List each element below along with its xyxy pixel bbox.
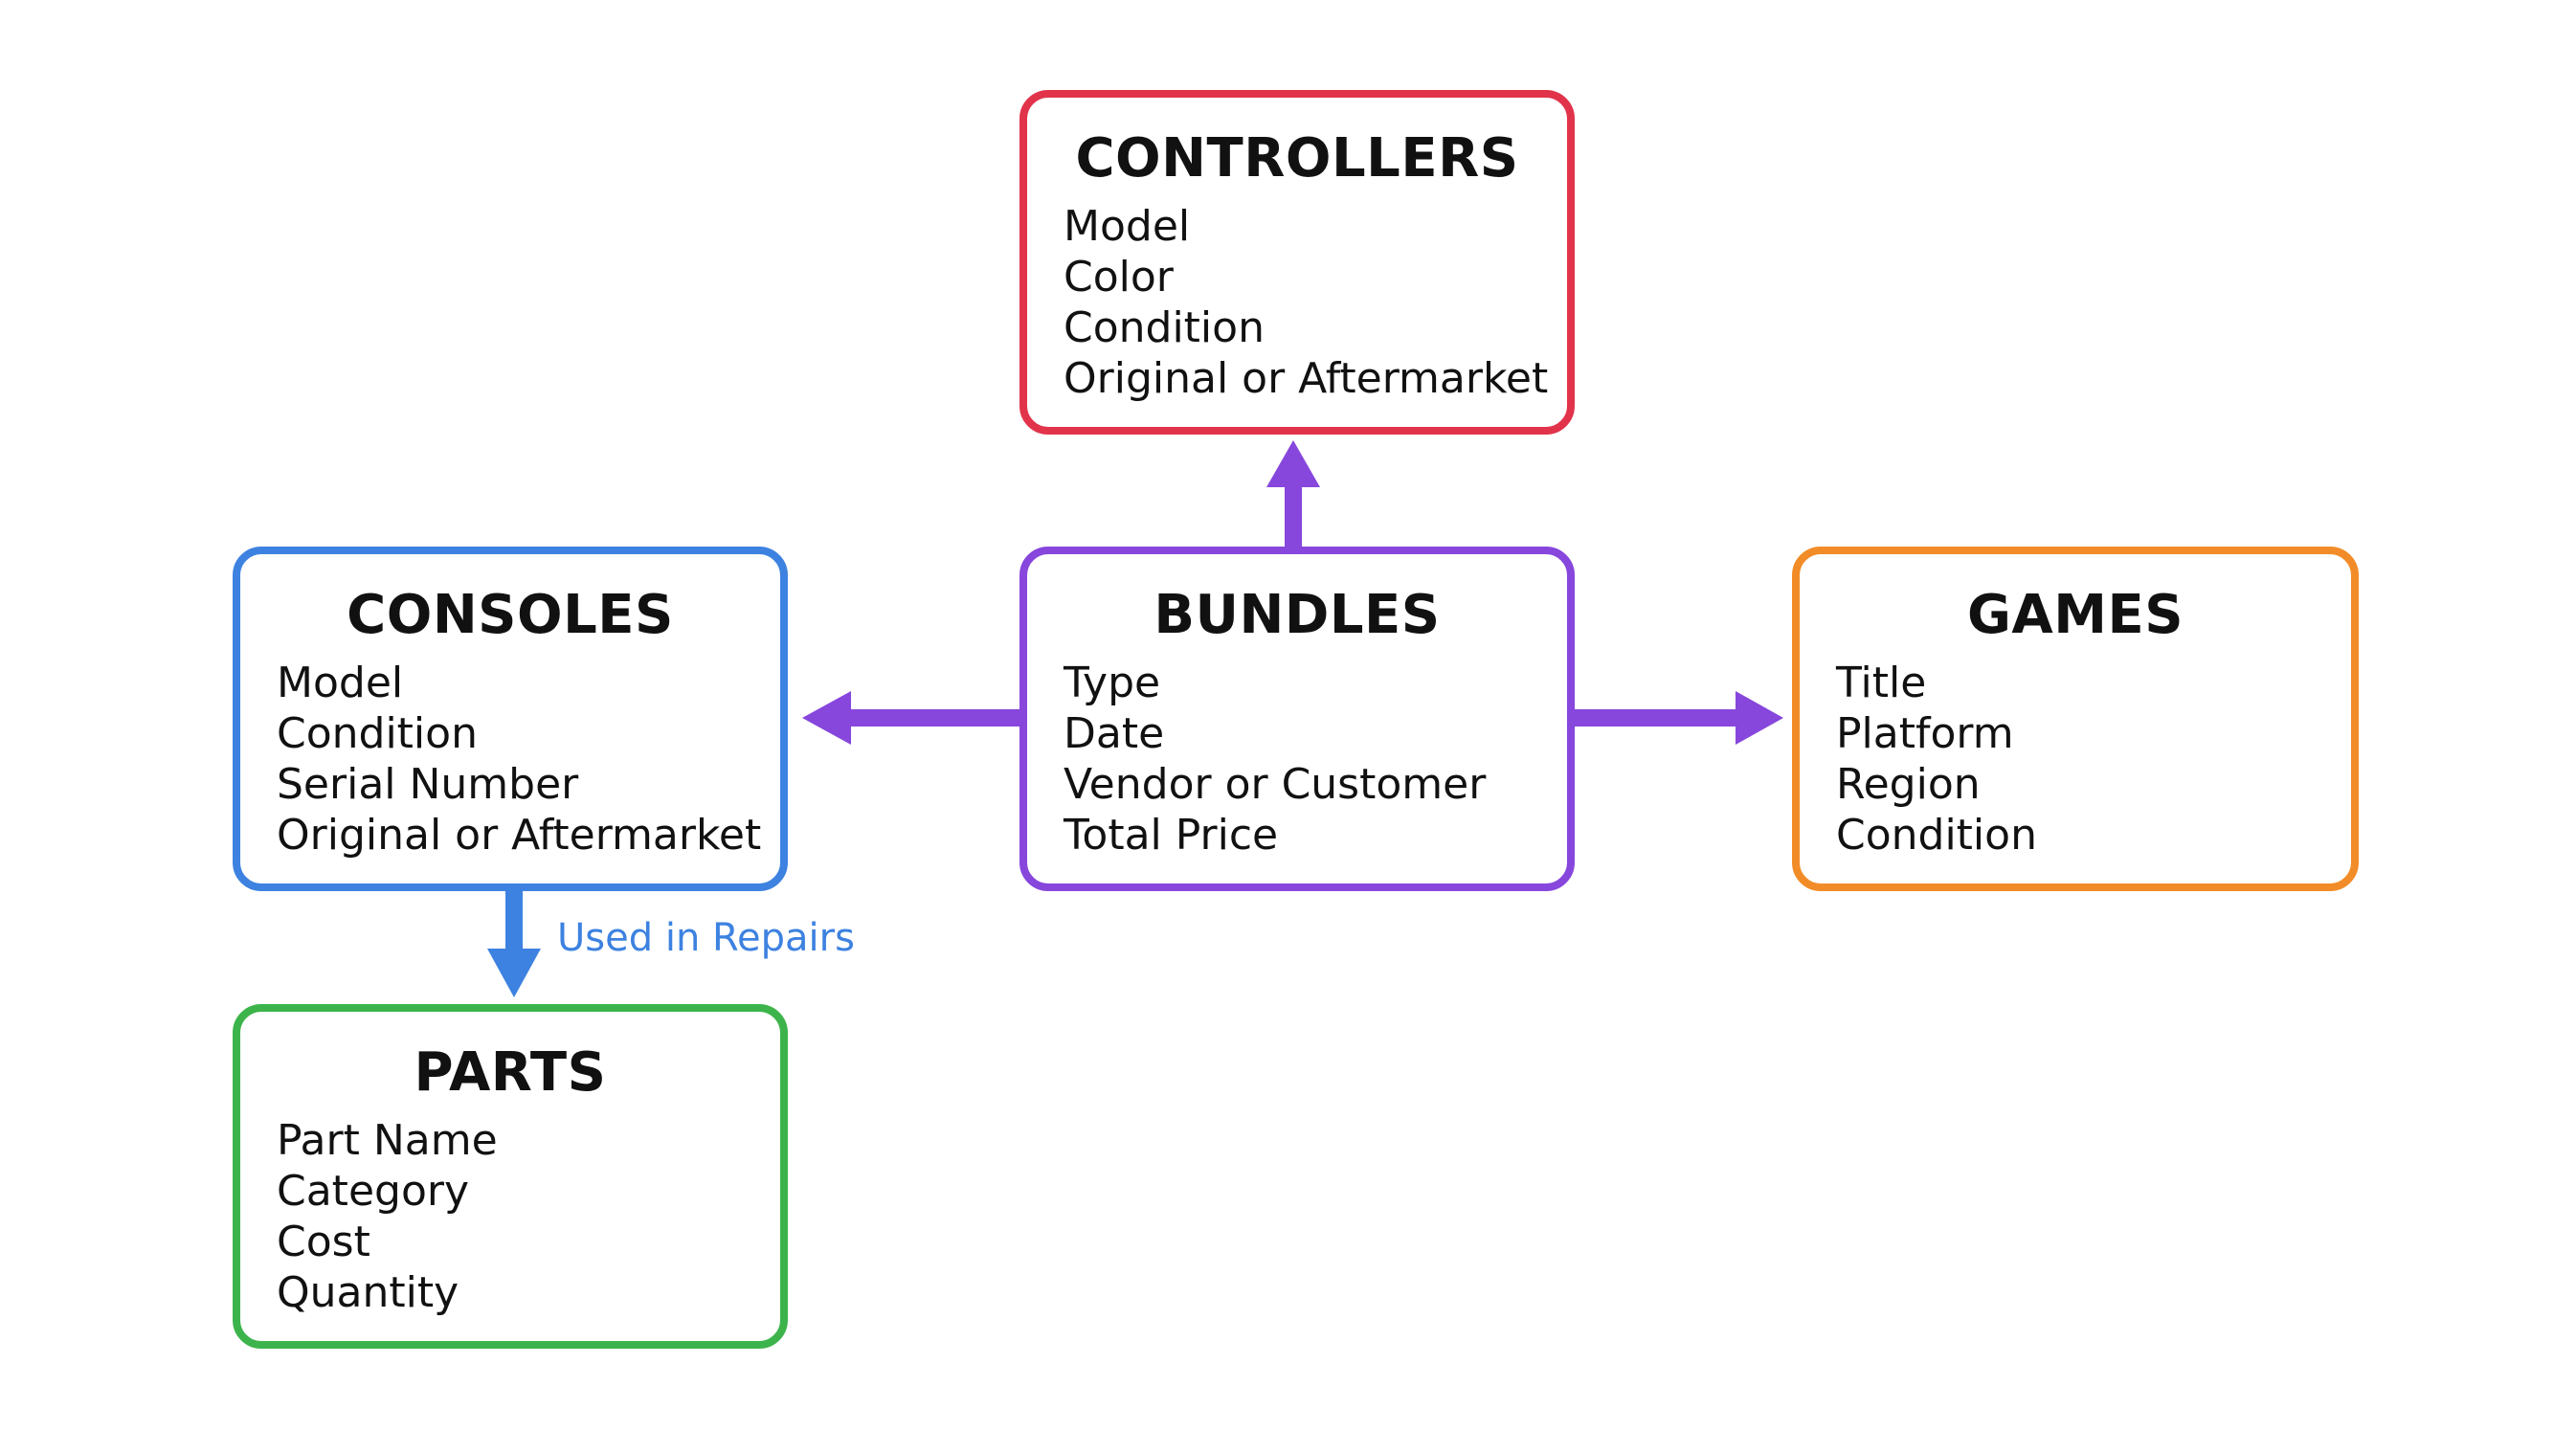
arrow-bundles-to-consoles xyxy=(802,691,1020,745)
field-bundles-vendor-or-customer: Vendor or Customer xyxy=(1064,760,1487,809)
entity-games: GAMES Title Platform Region Condition xyxy=(1792,547,2359,891)
field-consoles-condition: Condition xyxy=(277,709,478,758)
field-parts-part-name: Part Name xyxy=(277,1116,498,1165)
field-controllers-model: Model xyxy=(1064,202,1191,251)
entity-fields-parts: Part Name Category Cost Quantity xyxy=(277,1115,780,1318)
field-controllers-origin: Original or Aftermarket xyxy=(1064,354,1549,403)
entity-title-games: GAMES xyxy=(1966,584,2184,646)
field-games-title: Title xyxy=(1836,659,1927,707)
field-bundles-total-price: Total Price xyxy=(1064,811,1279,860)
field-parts-cost: Cost xyxy=(277,1218,370,1266)
entity-title-bundles: BUNDLES xyxy=(1154,584,1441,646)
field-games-region: Region xyxy=(1836,760,1981,809)
field-parts-category: Category xyxy=(277,1167,469,1216)
entity-bundles: BUNDLES Type Date Vendor or Customer Tot… xyxy=(1019,547,1575,891)
entity-fields-consoles: Model Condition Serial Number Original o… xyxy=(277,658,780,861)
field-consoles-origin: Original or Aftermarket xyxy=(277,811,762,860)
field-controllers-condition: Condition xyxy=(1064,303,1265,352)
field-consoles-model: Model xyxy=(277,659,404,707)
field-games-platform: Platform xyxy=(1836,709,2014,758)
entity-title-parts: PARTS xyxy=(414,1041,607,1104)
arrow-bundles-to-games xyxy=(1567,691,1783,745)
entity-fields-bundles: Type Date Vendor or Customer Total Price xyxy=(1064,658,1567,861)
entity-fields-games: Title Platform Region Condition xyxy=(1836,658,2351,861)
entity-consoles: CONSOLES Model Condition Serial Number O… xyxy=(233,547,788,891)
field-bundles-date: Date xyxy=(1064,709,1165,758)
field-controllers-color: Color xyxy=(1064,253,1174,302)
field-games-condition: Condition xyxy=(1836,811,2037,860)
entity-controllers: CONTROLLERS Model Color Condition Origin… xyxy=(1019,90,1575,435)
arrow-consoles-to-parts xyxy=(487,890,541,997)
entity-parts: PARTS Part Name Category Cost Quantity xyxy=(233,1004,788,1349)
field-bundles-type: Type xyxy=(1064,659,1161,707)
field-consoles-serial-number: Serial Number xyxy=(277,760,579,809)
field-parts-quantity: Quantity xyxy=(277,1268,459,1317)
entity-title-consoles: CONSOLES xyxy=(347,584,674,646)
relation-label-used-in-repairs: Used in Repairs xyxy=(557,916,855,960)
entity-title-controllers: CONTROLLERS xyxy=(1075,127,1519,190)
arrow-bundles-to-controllers xyxy=(1266,440,1320,547)
entity-fields-controllers: Model Color Condition Original or Afterm… xyxy=(1064,201,1567,404)
